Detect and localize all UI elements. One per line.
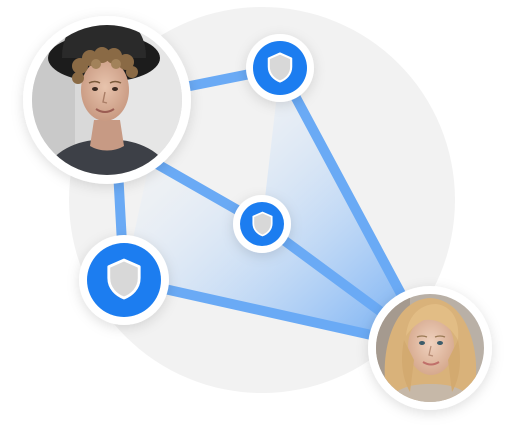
shield-icon — [107, 258, 141, 300]
avatar-man — [23, 16, 191, 184]
shield-node-top — [246, 34, 314, 102]
shield-node-left — [79, 235, 169, 325]
shield-node-middle — [233, 195, 291, 253]
shield-icon — [267, 52, 293, 83]
avatar-woman — [368, 286, 492, 410]
shield-icon — [252, 211, 273, 237]
